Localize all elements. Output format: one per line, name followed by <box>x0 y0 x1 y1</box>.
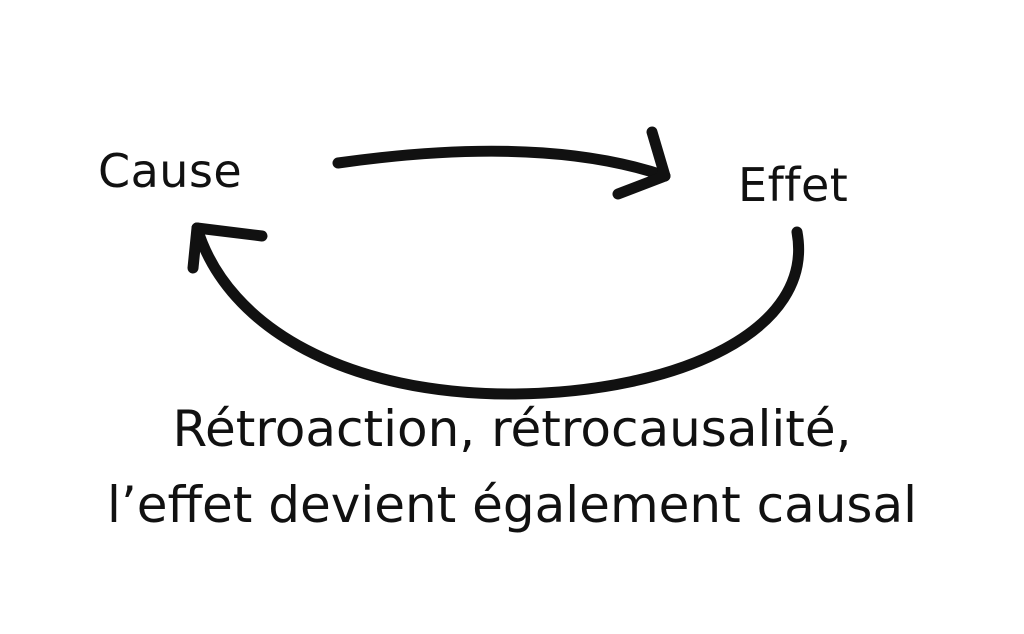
arrow-cause-to-effet <box>332 126 671 200</box>
arrow-feedback-shaft <box>191 222 805 400</box>
arrow-effet-to-cause <box>187 222 805 400</box>
arrow-forward-head <box>612 126 671 200</box>
node-effet-label: Effet <box>738 158 849 212</box>
arrow-forward-shaft <box>332 145 671 182</box>
node-cause-label: Cause <box>98 144 243 198</box>
caption-line-1: Rétroaction, rétrocausalité, <box>172 400 852 458</box>
caption-line-2: l’effet devient également causal <box>106 476 918 534</box>
arrow-feedback-head <box>187 222 268 274</box>
